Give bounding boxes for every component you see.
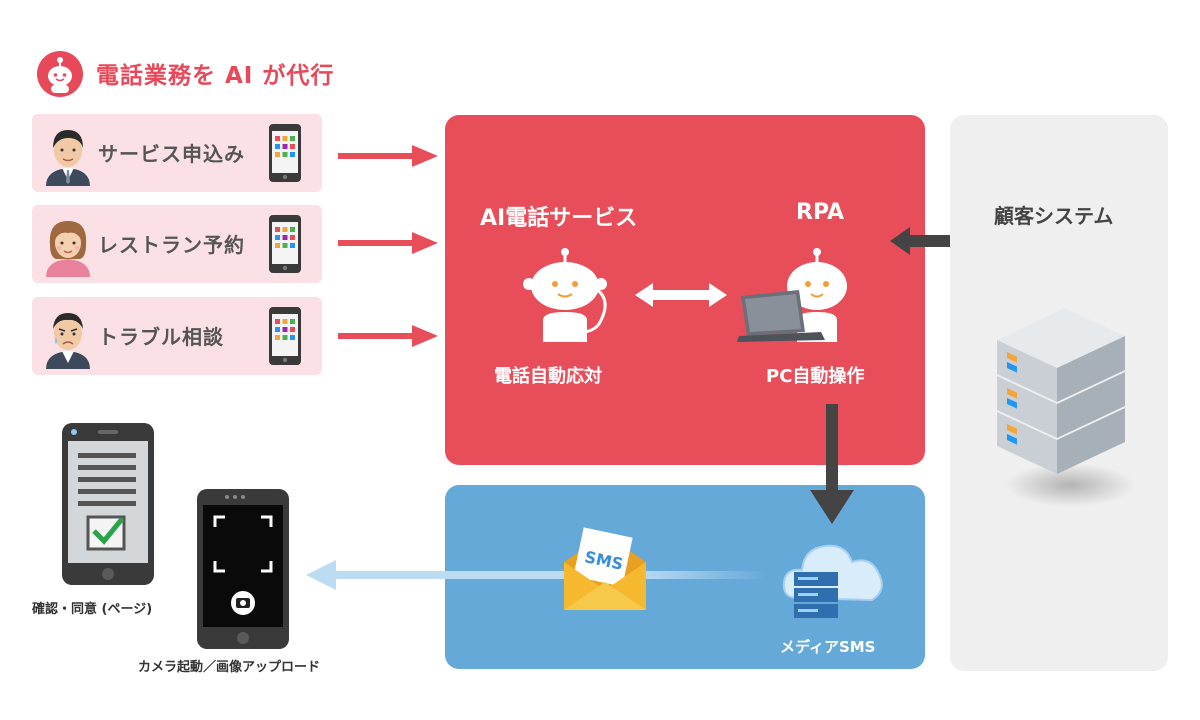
camera-phone-icon: [197, 489, 289, 649]
pc-auto-label: PC自動操作: [766, 366, 865, 387]
incoming-arrow: [338, 145, 438, 167]
media-sms-label: メディアSMS: [780, 638, 876, 656]
incoming-arrow: [338, 325, 438, 347]
request-label: サービス申込み: [98, 142, 245, 166]
smartphone-icon: [269, 124, 301, 182]
ai-service-title: AI電話サービス: [480, 206, 638, 231]
man-face-icon: [46, 130, 90, 186]
rpa-to-sms-arrow: [810, 404, 854, 524]
worried-man-face-icon: [46, 313, 90, 369]
incoming-arrow: [338, 232, 438, 254]
customer-system-title: 顧客システム: [994, 204, 1114, 228]
request-card-restaurant: レストラン予約: [32, 205, 322, 283]
cloud-server-icon: [782, 544, 883, 618]
bidirectional-arrow-icon: [635, 283, 727, 307]
phone-auto-label: 電話自動応対: [494, 366, 602, 387]
smartphone-icon: [269, 215, 301, 273]
server-rack-icon: [997, 308, 1135, 507]
camera-upload-label: カメラ起動／画像アップロード: [138, 660, 321, 675]
rpa-title: RPA: [796, 200, 845, 225]
smartphone-icon: [269, 307, 301, 365]
sms-envelope-icon: SMS: [564, 527, 646, 610]
sms-outgoing-arrow: [306, 560, 766, 590]
woman-face-icon: [46, 221, 90, 277]
request-card-service: サービス申込み: [32, 114, 322, 192]
request-label: トラブル相談: [98, 325, 224, 349]
document-phone-icon: [62, 423, 154, 585]
confirm-agree-label: 確認・同意 (ページ): [32, 602, 153, 617]
robot-laptop-icon: [737, 248, 847, 342]
header-title: 電話業務を AI が代行: [96, 63, 335, 89]
request-card-trouble: トラブル相談: [32, 297, 322, 375]
robot-headset-icon: [523, 248, 607, 342]
bidirectional-arrow-dark-icon: [890, 227, 986, 255]
robot-logo-icon: [37, 51, 83, 97]
request-label: レストラン予約: [98, 233, 245, 257]
